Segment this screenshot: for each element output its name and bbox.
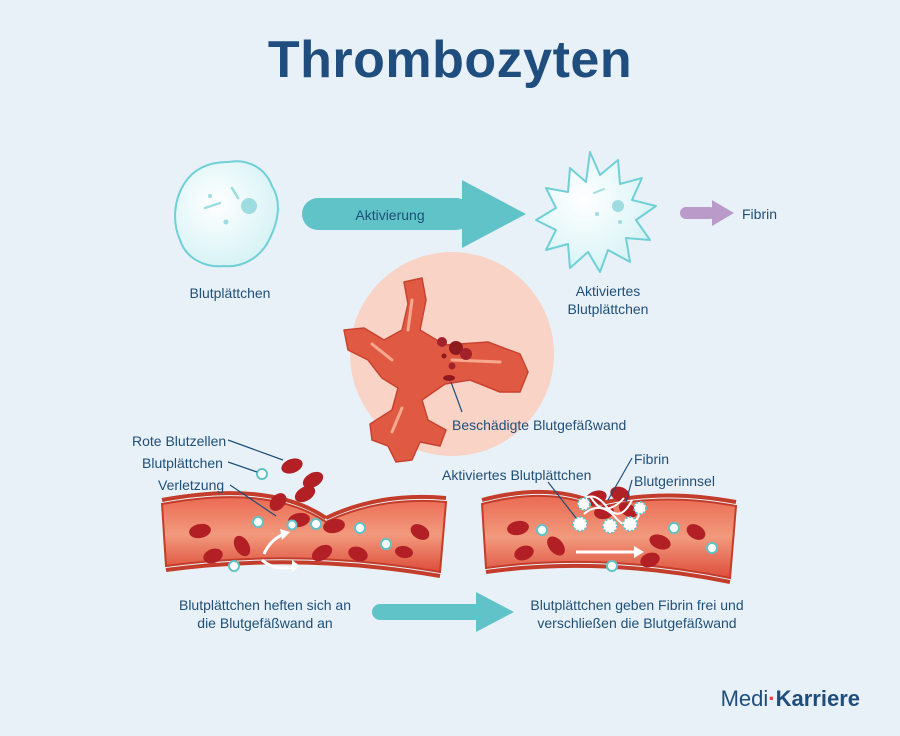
activated-platelet-label-line2: Blutplättchen xyxy=(567,301,649,317)
brand-dot: · xyxy=(768,686,776,711)
left-caption-line1: Blutplättchen heften sich an xyxy=(178,597,351,613)
brand-part2: Karriere xyxy=(775,686,860,711)
activated-platelet xyxy=(535,151,657,273)
right-caption: Blutplättchen geben Fibrin frei und vers… xyxy=(512,596,762,632)
fibrin-label: Fibrin xyxy=(742,206,778,222)
activation-label: Aktivierung xyxy=(355,207,425,223)
page-title: Thrombozyten xyxy=(267,31,633,89)
left-vessel xyxy=(160,439,448,578)
brand-logo: Medi·Karriere xyxy=(721,686,860,712)
left-caption-line2: die Blutgefäßwand an xyxy=(197,615,333,631)
right-caption-line1: Blutplättchen geben Fibrin frei und xyxy=(530,597,744,613)
platelets-label: Blutplättchen xyxy=(142,455,223,471)
damaged-wall-label: Beschädigte Blutgefäßwand xyxy=(452,417,627,433)
fibrin-callout: Fibrin xyxy=(634,451,670,467)
clot-callout: Blutgerinnsel xyxy=(634,473,715,489)
activated-platelet-callout: Aktiviertes Blutplättchen xyxy=(442,467,592,483)
activated-platelet-label-line1: Aktiviertes xyxy=(575,283,641,299)
red-cells-label: Rote Blutzellen xyxy=(132,433,227,449)
activated-platelet-label: Aktiviertes Blutplättchen xyxy=(548,282,668,318)
right-caption-line2: verschließen die Blutgefäßwand xyxy=(537,615,737,631)
right-vessel xyxy=(480,457,738,584)
resting-platelet-label: Blutplättchen xyxy=(189,285,271,301)
injury-label: Verletzung xyxy=(158,477,225,493)
brand-part1: Medi xyxy=(720,686,769,711)
left-caption: Blutplättchen heften sich an die Blutgef… xyxy=(160,596,370,632)
branching-vessel xyxy=(343,277,529,463)
process-arrow xyxy=(372,592,514,632)
fibrin-arrow xyxy=(680,200,734,226)
activation-arrow xyxy=(302,180,526,248)
resting-platelet xyxy=(174,160,279,268)
